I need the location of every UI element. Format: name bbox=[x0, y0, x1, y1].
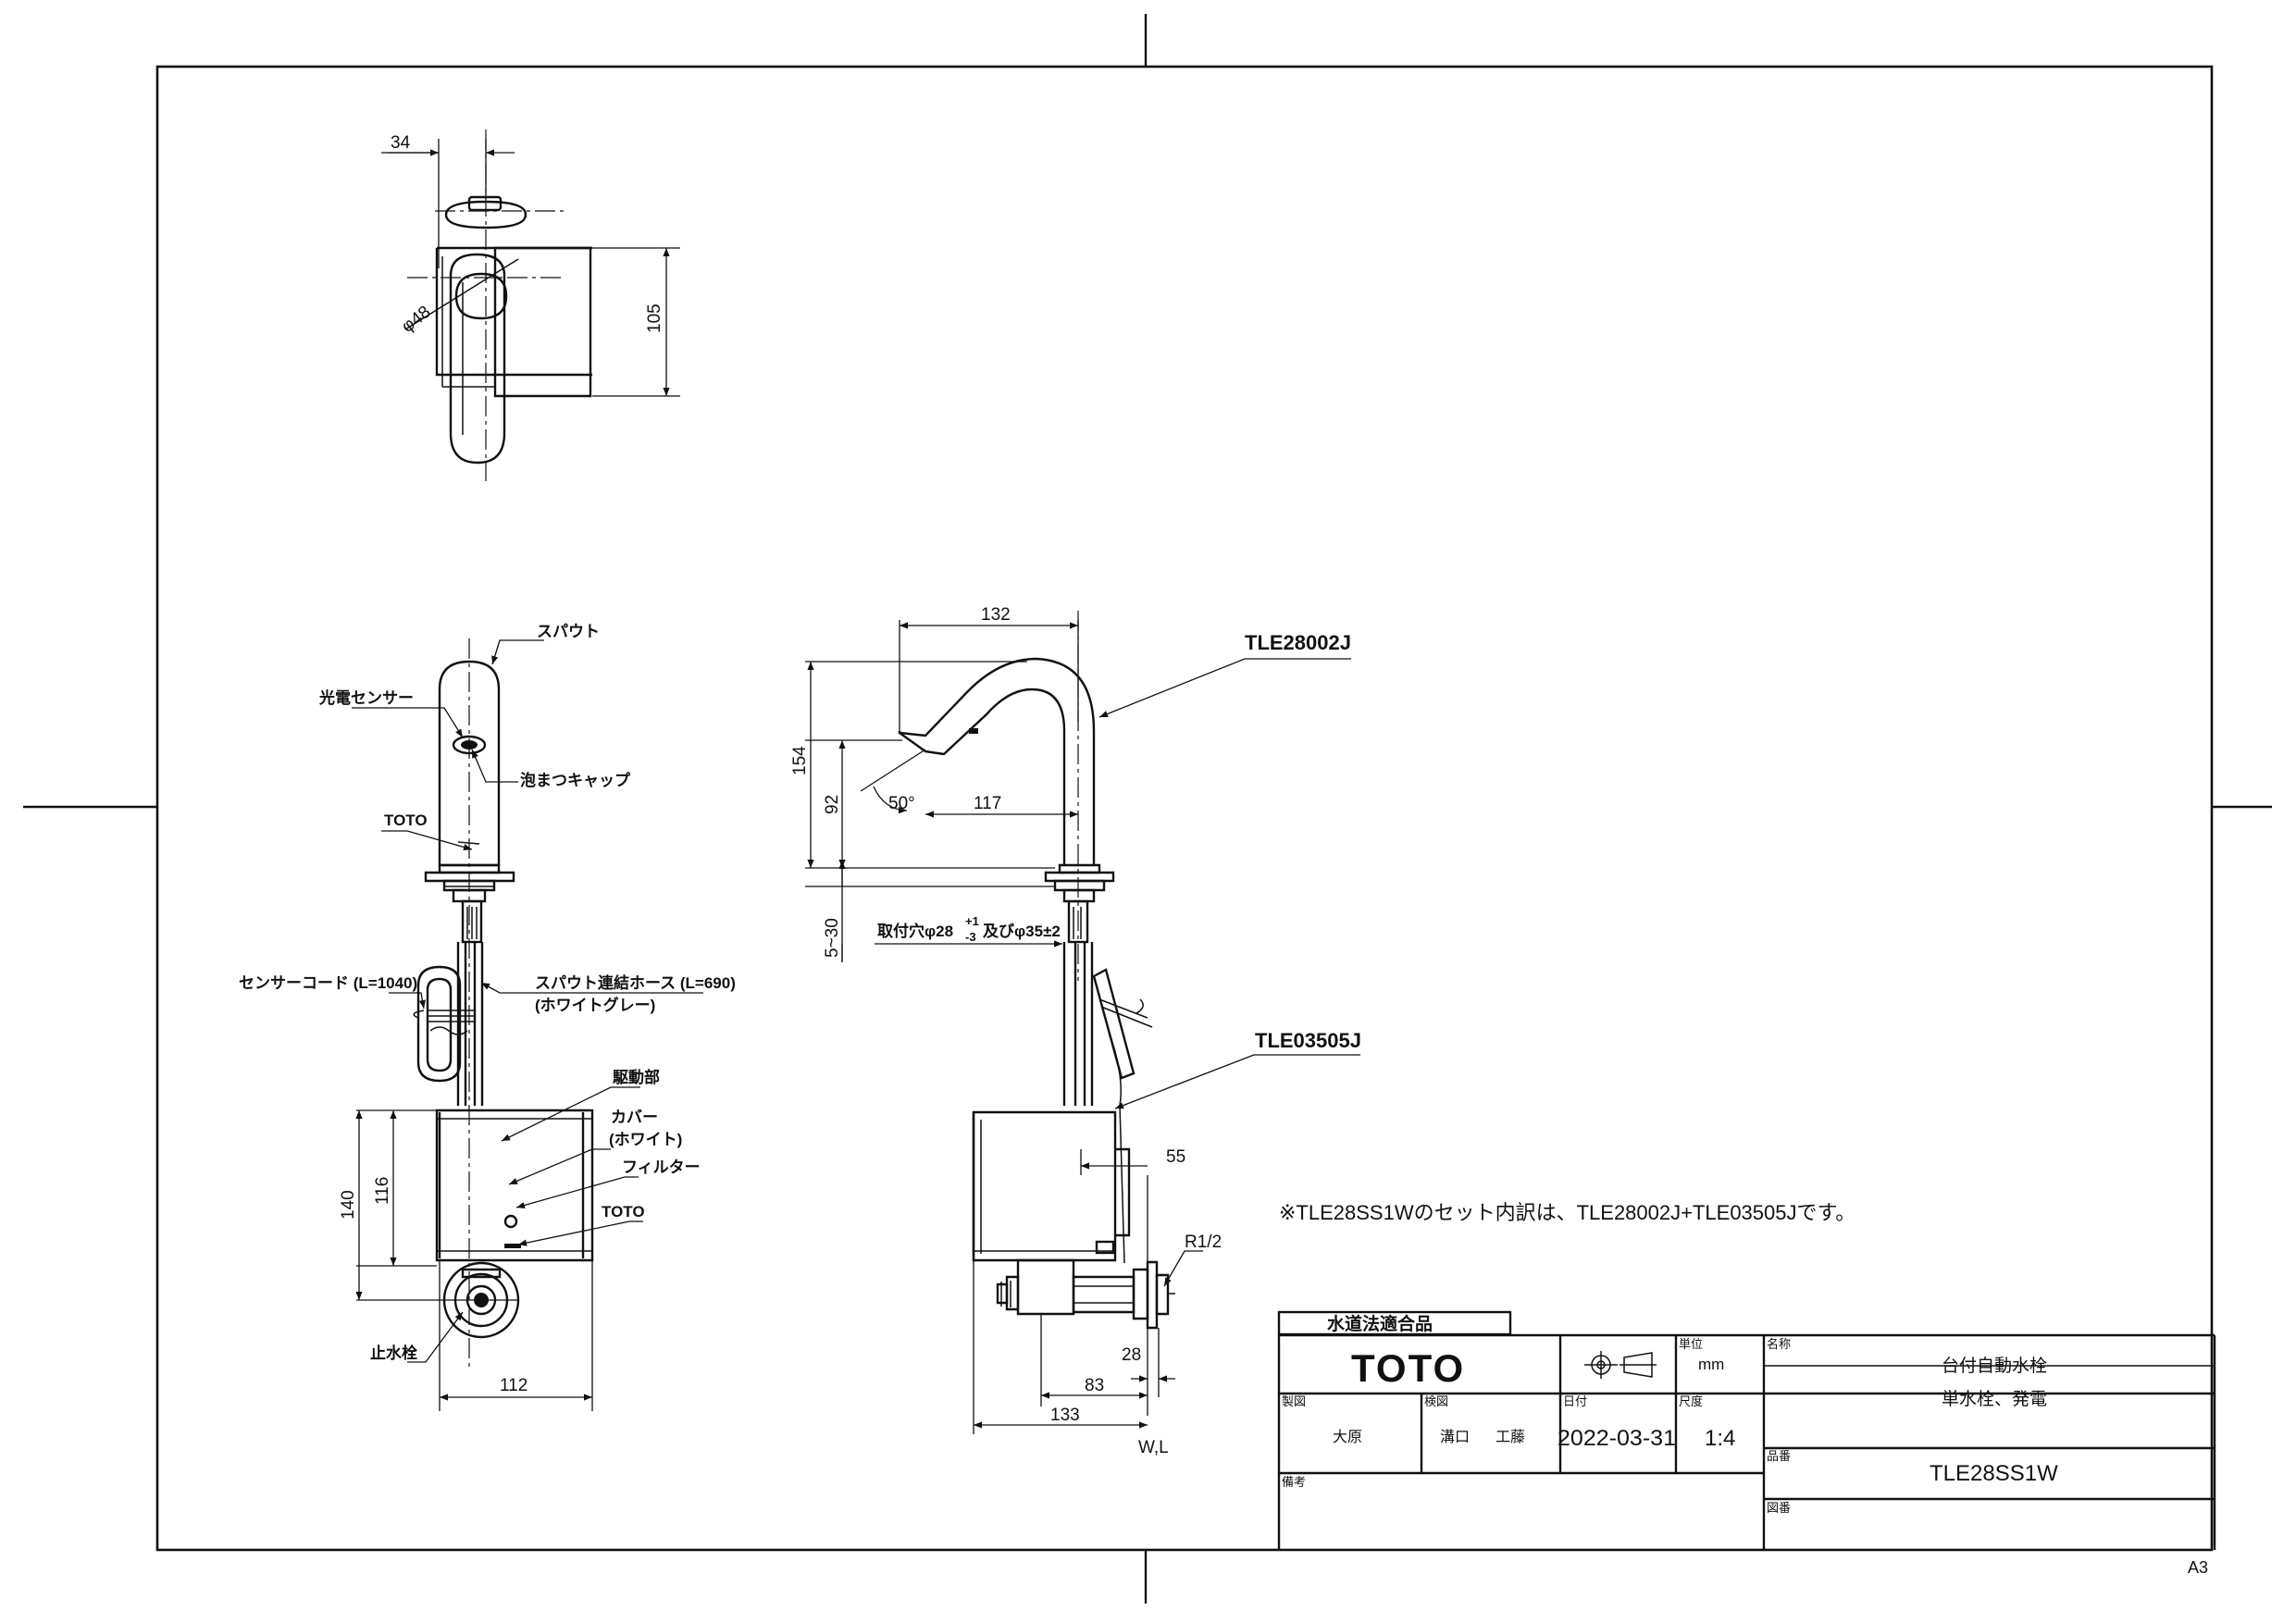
side-dim-83: 83 bbox=[1085, 1376, 1104, 1395]
checked-label: 検図 bbox=[1424, 1394, 1448, 1408]
label-drive: 駆動部 bbox=[613, 1068, 660, 1086]
label-sensor-cord: センサーコード (L=1040) bbox=[239, 974, 417, 992]
top-dim-105: 105 bbox=[645, 304, 664, 333]
front-view bbox=[352, 638, 703, 1411]
part-number-unit: TLE03505J bbox=[1255, 1029, 1361, 1052]
set-composition-note: ※TLE28SS1Wのセット内訳は、TLE28002J+TLE03505Jです。 bbox=[1279, 1201, 1855, 1224]
label-filter: フィルター bbox=[622, 1158, 701, 1176]
part-number-faucet: TLE28002J bbox=[1245, 631, 1351, 654]
label-stop-valve: 止水栓 bbox=[370, 1344, 417, 1362]
mounting-hole-tol-plus: +1 bbox=[965, 914, 979, 928]
mounting-hole-tol-minus: -3 bbox=[965, 930, 976, 944]
label-cover: カバー bbox=[611, 1109, 658, 1126]
drawn-value: 大原 bbox=[1333, 1429, 1362, 1445]
remarks-label: 備考 bbox=[1282, 1475, 1306, 1489]
label-spout: スパウト bbox=[537, 623, 600, 640]
label-brand-faucet: TOTO bbox=[384, 812, 428, 829]
side-dim-133: 133 bbox=[1050, 1406, 1080, 1425]
unit-value: mm bbox=[1698, 1356, 1724, 1373]
product-name-line2: 単水栓、発電 bbox=[1942, 1389, 2047, 1409]
model-number: TLE28SS1W bbox=[1930, 1461, 2058, 1486]
sheet-frame bbox=[23, 14, 2272, 1604]
label-hose: スパウト連結ホース (L=690) bbox=[535, 973, 736, 992]
drawing-number-label: 図番 bbox=[1767, 1501, 1791, 1515]
side-dim-28: 28 bbox=[1122, 1345, 1141, 1365]
label-hose-color: (ホワイトグレー) bbox=[535, 996, 655, 1014]
top-view bbox=[381, 130, 680, 481]
date-value: 2022-03-31 bbox=[1558, 1426, 1676, 1451]
front-dim-116: 116 bbox=[373, 1177, 392, 1205]
side-dim-117: 117 bbox=[974, 794, 1001, 813]
side-dim-angle: 50° bbox=[888, 794, 915, 813]
side-dim-mounting-hole: 取付穴φ28 +1 -3 及びφ35±2 bbox=[877, 914, 1061, 944]
label-sensor: 光電センサー bbox=[318, 688, 414, 707]
model-label: 品番 bbox=[1767, 1449, 1791, 1463]
title-block bbox=[1277, 1310, 2216, 1550]
unit-label: 単位 bbox=[1679, 1337, 1703, 1351]
scale-value: 1:4 bbox=[1705, 1426, 1735, 1451]
side-dim-132: 132 bbox=[981, 605, 1011, 625]
name-label: 名称 bbox=[1767, 1337, 1791, 1351]
top-dim-34: 34 bbox=[391, 133, 411, 153]
side-view bbox=[805, 611, 1360, 1434]
front-dim-140: 140 bbox=[339, 1190, 358, 1220]
front-dim-112: 112 bbox=[500, 1376, 527, 1395]
drawn-label: 製図 bbox=[1282, 1394, 1306, 1408]
sheet-size-label: A3 bbox=[2188, 1558, 2208, 1577]
label-aerator: 泡まつキャップ bbox=[520, 771, 631, 789]
date-label: 日付 bbox=[1563, 1394, 1587, 1408]
side-dim-5-30: 5~30 bbox=[823, 918, 842, 958]
cert-label: 水道法適合品 bbox=[1327, 1313, 1433, 1334]
brand-logo: TOTO bbox=[1351, 1346, 1465, 1390]
label-brand-unit: TOTO bbox=[602, 1203, 645, 1220]
side-dim-92: 92 bbox=[823, 795, 842, 814]
side-dim-55: 55 bbox=[1166, 1147, 1185, 1167]
mounting-hole-prefix: 取付穴φ28 bbox=[877, 922, 953, 940]
label-cover-color: (ホワイト) bbox=[609, 1131, 682, 1148]
checked-value-2: 工藤 bbox=[1496, 1429, 1525, 1445]
mounting-hole-suffix: 及びφ35±2 bbox=[983, 923, 1061, 940]
side-dim-154: 154 bbox=[790, 746, 810, 775]
top-dim-diameter: φ48 bbox=[398, 303, 434, 337]
checked-value-1: 溝口 bbox=[1440, 1429, 1470, 1445]
scale-label: 尺度 bbox=[1679, 1394, 1703, 1408]
product-name-line1: 台付自動水栓 bbox=[1942, 1356, 2047, 1376]
side-dim-r12: R1/2 bbox=[1185, 1233, 1222, 1252]
label-wl: W,L bbox=[1138, 1438, 1169, 1457]
